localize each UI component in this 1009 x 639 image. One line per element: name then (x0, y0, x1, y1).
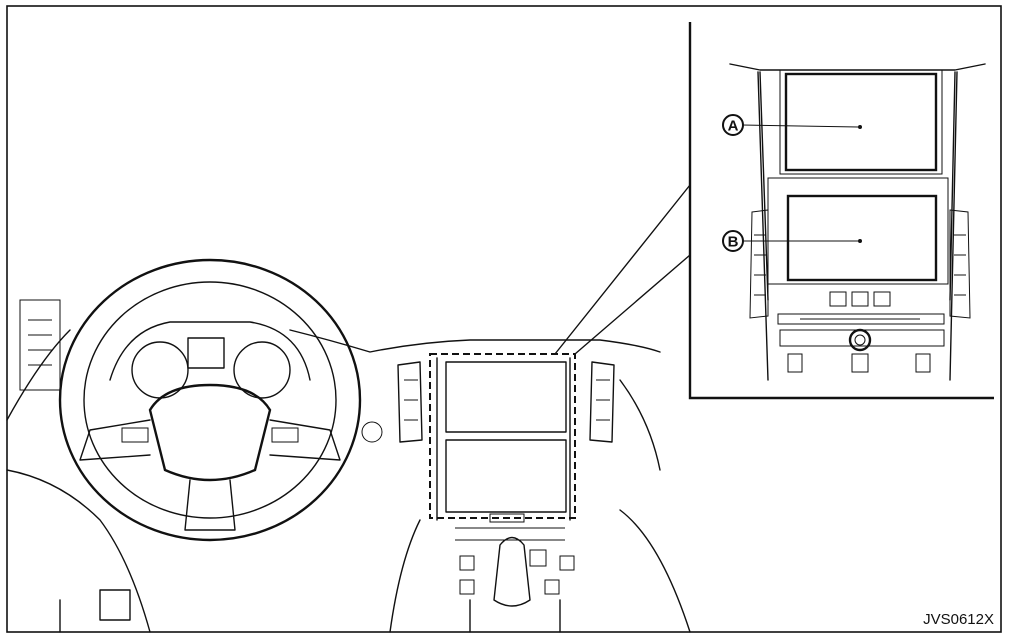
callout-b-label: B (728, 234, 739, 251)
right-side-buttons (949, 209, 971, 319)
left-vent (397, 361, 423, 443)
highlight-box (429, 353, 576, 519)
dashboard-drawing (6, 258, 691, 633)
control-knob (848, 328, 872, 352)
outer-border (6, 5, 1002, 633)
inset-view: A B (688, 22, 994, 400)
side-vent (19, 299, 61, 391)
left-side-buttons (749, 209, 769, 319)
leader-line-top (554, 184, 691, 355)
inset-frame (688, 22, 994, 400)
lower-display (786, 194, 938, 282)
right-vent (589, 361, 615, 443)
callout-a: A (722, 114, 744, 136)
upper-display-small (445, 361, 567, 433)
right-spoke-buttons (271, 427, 299, 443)
left-spoke-buttons (121, 427, 149, 443)
steering-wheel (58, 258, 383, 542)
lower-display-small (445, 439, 567, 513)
upper-display (784, 72, 938, 172)
figure-code: JVS0612X (923, 611, 994, 628)
center-stack (389, 357, 691, 633)
gear-shifter (493, 536, 531, 607)
steering-hub (148, 383, 272, 482)
media-slot (777, 313, 945, 325)
callout-a-label: A (728, 118, 739, 135)
callout-b: B (722, 230, 744, 252)
dash-top-line (289, 329, 661, 353)
leader-line-bottom (574, 254, 691, 355)
